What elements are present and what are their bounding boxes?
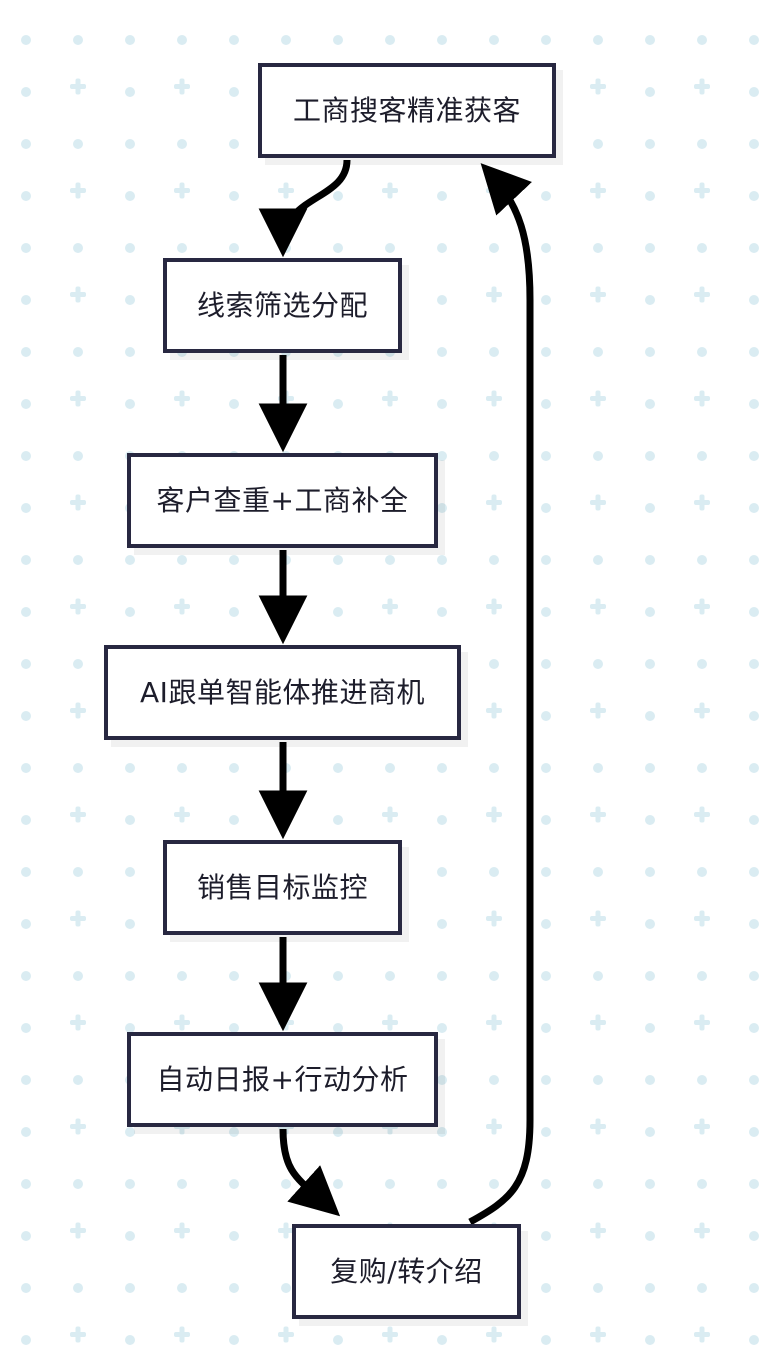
flow-node-xiansuo-shaixuan[interactable]: 线索筛选分配 — [163, 258, 402, 353]
edge-n1-n2 — [258, 159, 351, 258]
flow-node-fugou-zhuanjieshao[interactable]: 复购/转介绍 — [292, 1224, 521, 1319]
flow-node-xiaoshou-mubiao[interactable]: 销售目标监控 — [163, 840, 402, 935]
flow-node-label: 工商搜客精准获客 — [292, 93, 521, 127]
flow-node-gongshang-souke[interactable]: 工商搜客精准获客 — [258, 63, 556, 158]
flow-node-label: 销售目标监控 — [196, 870, 368, 904]
flow-node-label: 自动日报+行动分析 — [156, 1062, 409, 1096]
flow-node-label: 线索筛选分配 — [196, 288, 368, 322]
flow-node-ai-gendan[interactable]: AI跟单智能体推进商机 — [104, 645, 461, 740]
edge-n7-n1-feedback — [468, 163, 534, 1226]
flow-node-zidong-ribao[interactable]: 自动日报+行动分析 — [127, 1032, 438, 1127]
flow-node-label: 复购/转介绍 — [330, 1254, 483, 1288]
flow-node-kehu-chachong[interactable]: 客户查重+工商补全 — [127, 453, 438, 548]
flow-node-label: AI跟单智能体推进商机 — [140, 675, 425, 709]
flow-node-label: 客户查重+工商补全 — [156, 483, 409, 517]
edge-n6-n7 — [279, 1128, 341, 1217]
